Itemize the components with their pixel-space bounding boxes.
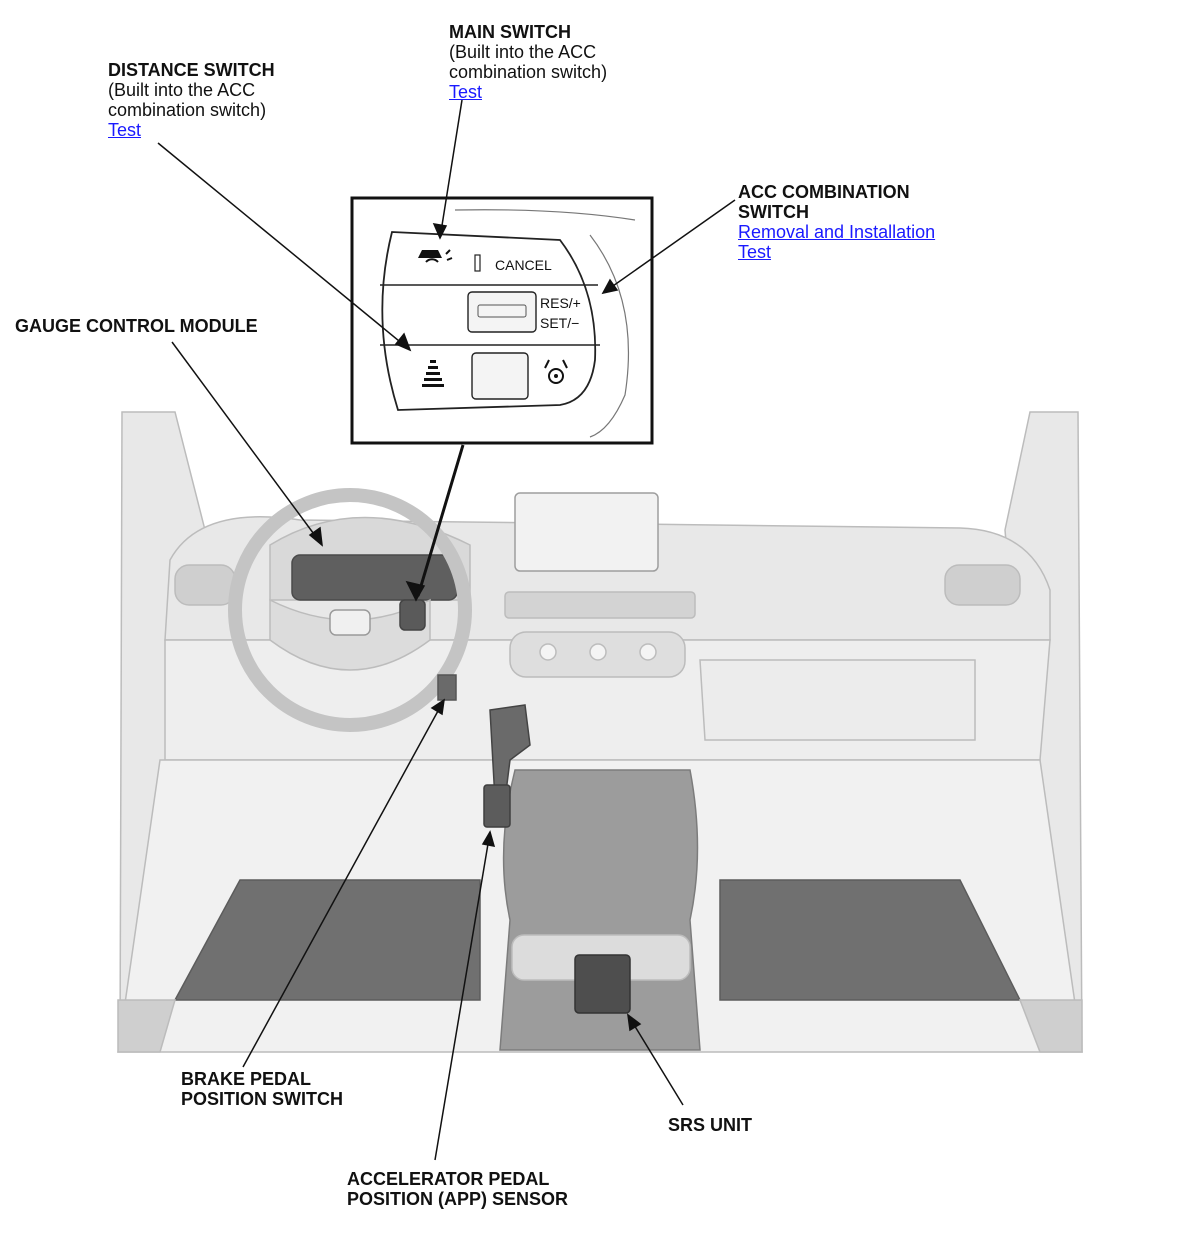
acc-combination-switch-test-link[interactable]: Test bbox=[738, 242, 772, 262]
leader-lines bbox=[157, 99, 736, 1161]
distance-switch-test-link[interactable]: Test bbox=[108, 120, 142, 140]
main-switch-callout: MAIN SWITCH (Built into the ACC combinat… bbox=[449, 22, 607, 102]
acc-combination-switch-title-2: SWITCH bbox=[738, 202, 809, 222]
srs-unit-callout: SRS UNIT bbox=[668, 1115, 752, 1135]
acc-combination-switch-title-1: ACC COMBINATION bbox=[738, 182, 910, 202]
main-switch-icon bbox=[418, 249, 453, 263]
acc-removal-installation-link[interactable]: Removal and Installation bbox=[738, 222, 936, 242]
distance-switch-title: DISTANCE SWITCH bbox=[108, 60, 275, 80]
gauge-control-module-callout: GAUGE CONTROL MODULE bbox=[15, 316, 258, 336]
brake-pedal-title-2: POSITION SWITCH bbox=[181, 1089, 343, 1109]
distance-switch-desc-2: combination switch) bbox=[108, 100, 267, 120]
acc-combination-switch-callout: ACC COMBINATION SWITCH Removal and Insta… bbox=[738, 182, 935, 262]
acc-switch-inset: CANCEL RES/+ SET/− bbox=[350, 196, 654, 445]
brake-pedal-position-switch-callout: BRAKE PEDAL POSITION SWITCH bbox=[181, 1069, 343, 1109]
vehicle-interior bbox=[117, 411, 1083, 1053]
lane-keep-icon bbox=[544, 359, 568, 384]
main-switch-test-link[interactable]: Test bbox=[449, 82, 483, 102]
srs-unit-title: SRS UNIT bbox=[668, 1115, 753, 1135]
distance-switch-icon bbox=[422, 360, 444, 387]
distance-switch-callout: DISTANCE SWITCH (Built into the ACC comb… bbox=[108, 60, 275, 140]
app-sensor-title-2: POSITION (APP) SENSOR bbox=[347, 1189, 569, 1209]
cancel-label: CANCEL bbox=[495, 257, 552, 273]
main-switch-title: MAIN SWITCH bbox=[449, 22, 571, 42]
res-label: RES/+ bbox=[540, 295, 581, 311]
set-label: SET/− bbox=[540, 315, 579, 331]
main-switch-desc-1: (Built into the ACC bbox=[449, 42, 597, 62]
app-sensor-title-1: ACCELERATOR PEDAL bbox=[347, 1169, 550, 1189]
app-sensor-callout: ACCELERATOR PEDAL POSITION (APP) SENSOR bbox=[347, 1169, 568, 1209]
distance-switch-desc-1: (Built into the ACC bbox=[108, 80, 256, 100]
main-switch-desc-2: combination switch) bbox=[449, 62, 608, 82]
gauge-control-module-title: GAUGE CONTROL MODULE bbox=[15, 316, 258, 336]
brake-pedal-title-1: BRAKE PEDAL bbox=[181, 1069, 312, 1089]
